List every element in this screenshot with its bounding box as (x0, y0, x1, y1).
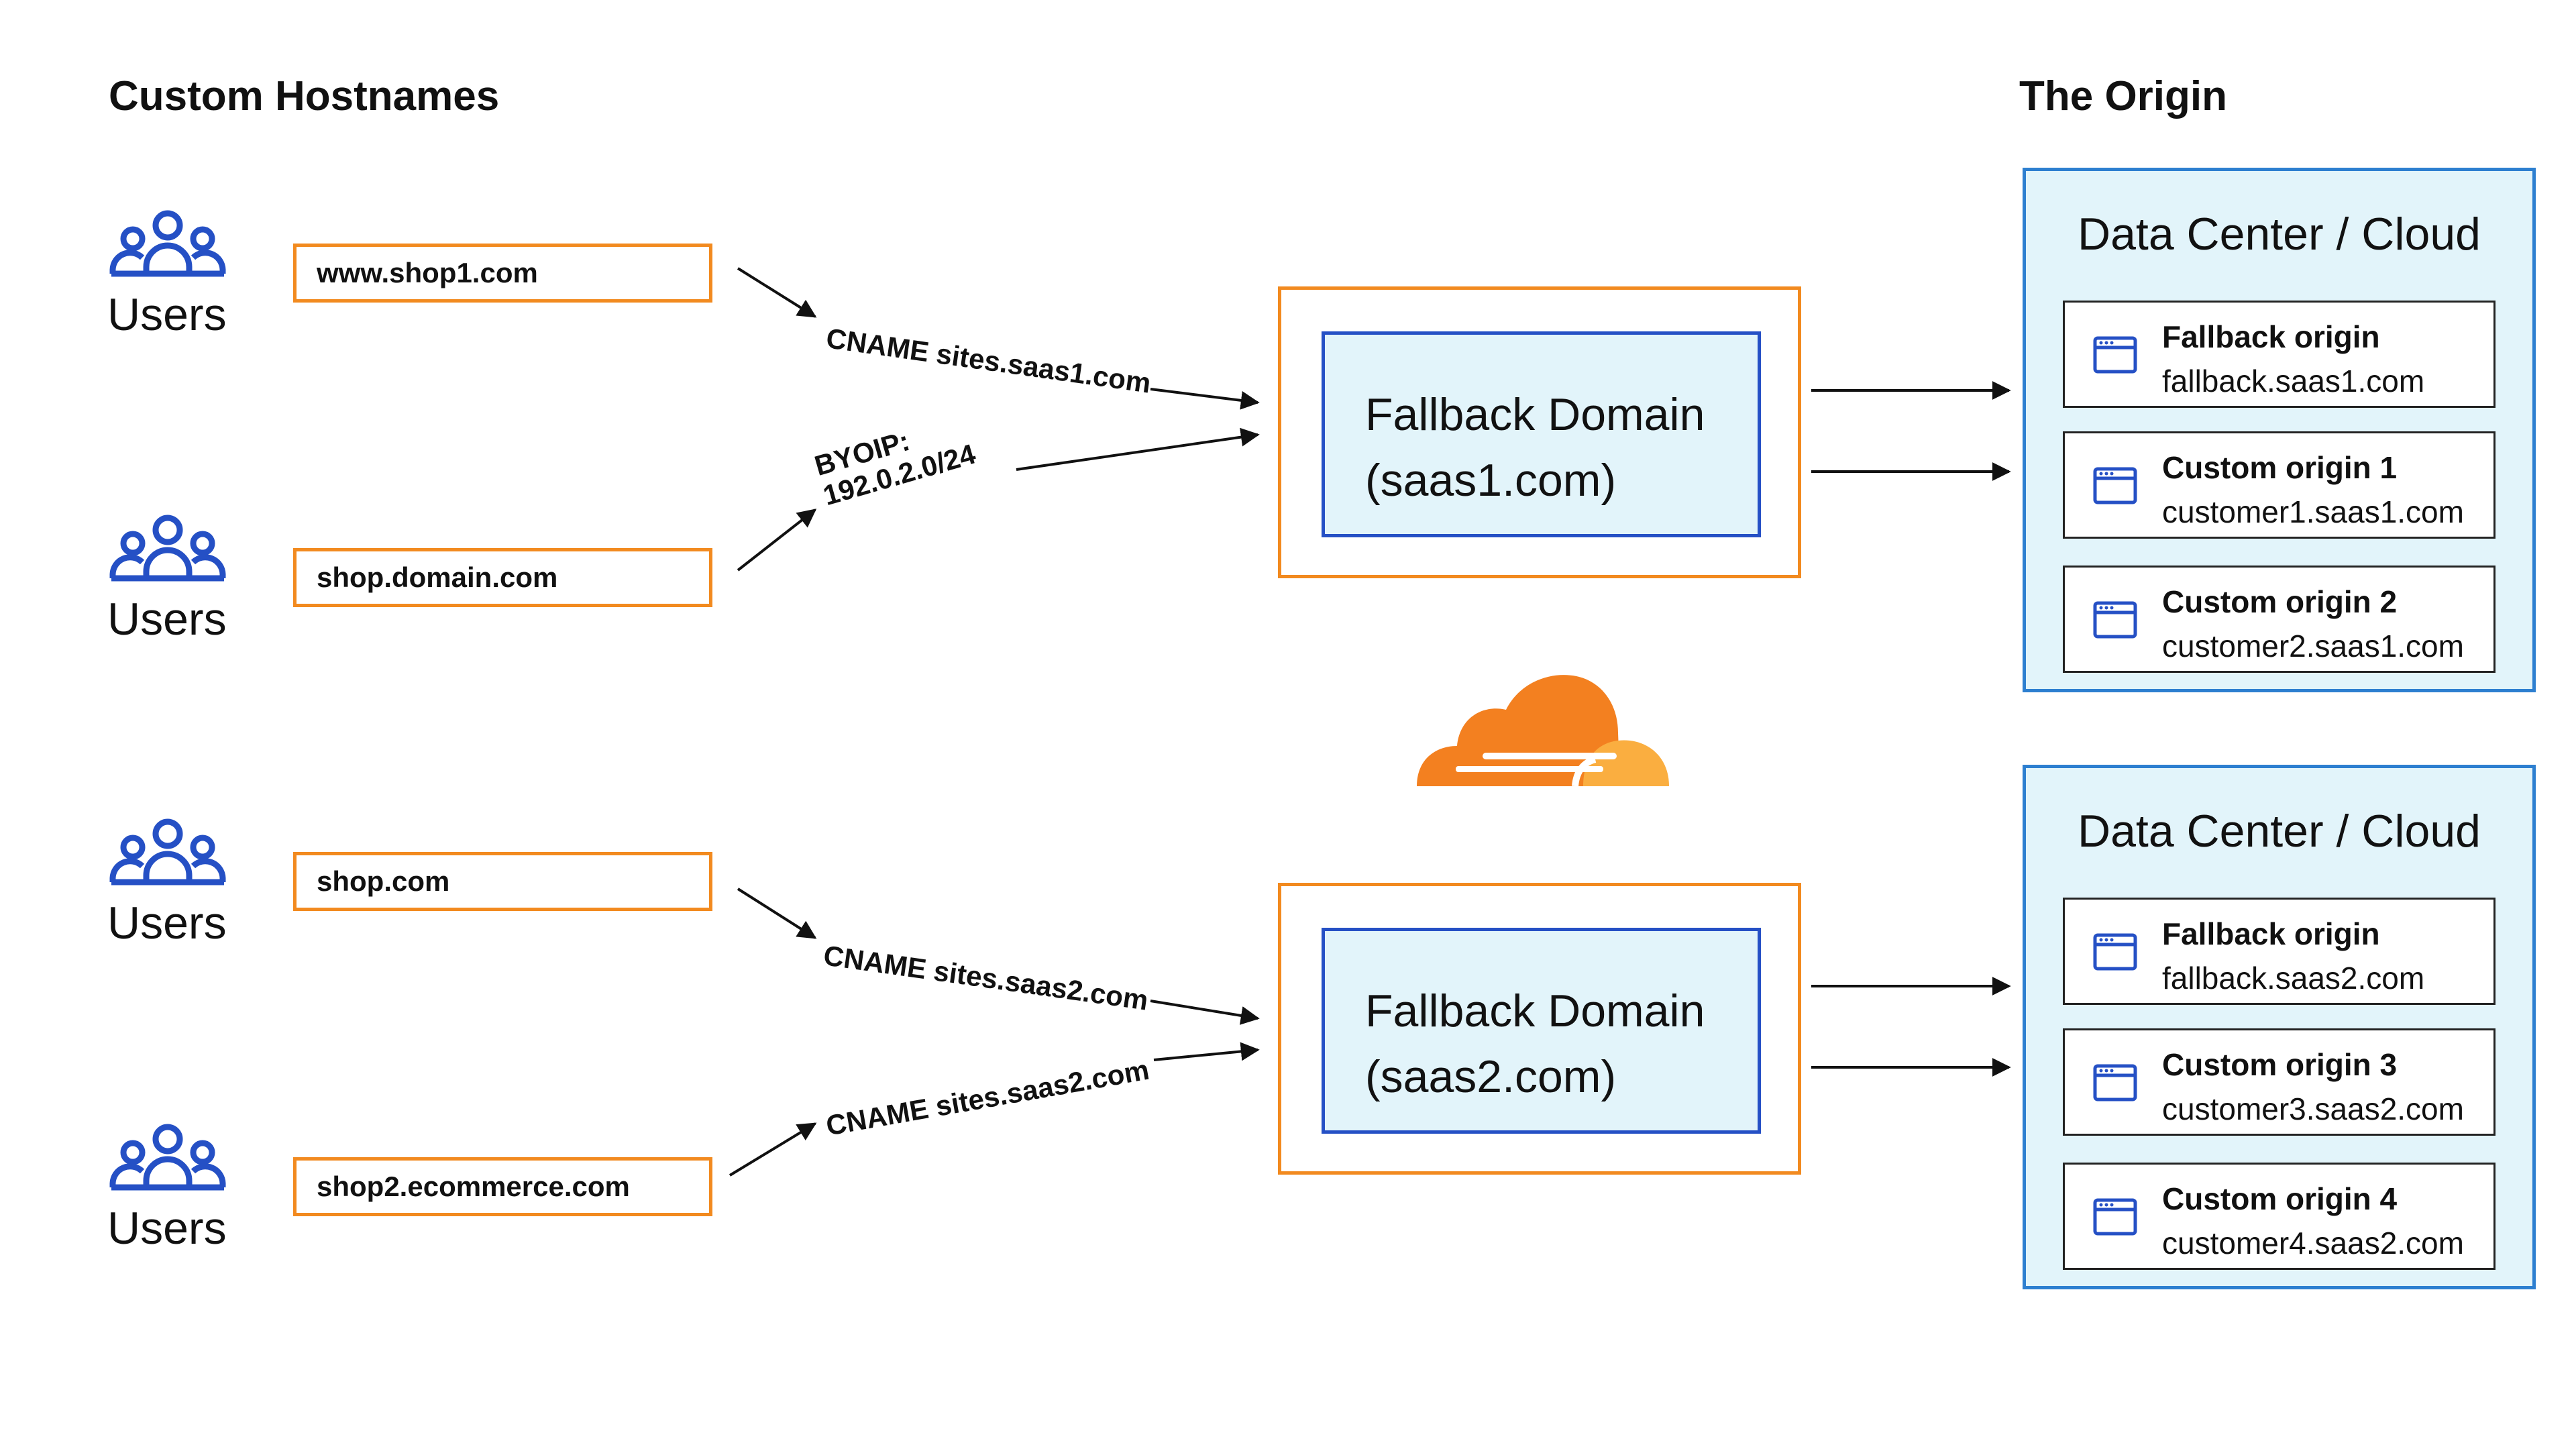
datacenter-2-panel: Data Center / Cloud Fallback origin fall… (2023, 765, 2536, 1289)
origin-host: customer1.saas1.com (2162, 494, 2464, 529)
origin-host: customer4.saas2.com (2162, 1226, 2464, 1260)
origin-card-fallback-saas2: Fallback origin fallback.saas2.com (2063, 898, 2496, 1005)
origin-card-custom-2: Custom origin 2 customer2.saas1.com (2063, 566, 2496, 673)
cloudflare-cloud-icon (1415, 671, 1670, 792)
users-label: Users (107, 594, 227, 645)
hostname-box-shop: shop.com (293, 852, 712, 911)
users-group-3: Users (107, 815, 282, 949)
edge-4b-arrow (1153, 1042, 1260, 1061)
origin-host: customer2.saas1.com (2162, 629, 2464, 663)
fallback-domain-zone: (saas1.com) (1365, 455, 1617, 506)
hostname-box-shop2-ecommerce: shop2.ecommerce.com (293, 1157, 712, 1216)
edge-4a-arrow (729, 1122, 817, 1177)
hostname-text: shop.domain.com (317, 561, 558, 593)
users-icon (107, 815, 282, 888)
hostname-box-www-shop1: www.shop1.com (293, 244, 712, 303)
users-label: Users (107, 898, 227, 949)
origin-name: Custom origin 3 (2162, 1047, 2398, 1082)
origin-name: Custom origin 1 (2162, 450, 2398, 485)
the-origin-heading: The Origin (2019, 73, 2227, 119)
edge-3b-arrow (1150, 1000, 1260, 1025)
origin-card-custom-4: Custom origin 4 customer4.saas2.com (2063, 1163, 2496, 1270)
origin-host: fallback.saas2.com (2162, 961, 2425, 996)
users-group-4: Users (107, 1120, 282, 1254)
origin-card-fallback-saas1: Fallback origin fallback.saas1.com (2063, 301, 2496, 408)
users-icon (107, 1120, 282, 1193)
datacenter-title: Data Center / Cloud (2078, 806, 2481, 857)
hostname-box-shop-domain: shop.domain.com (293, 548, 712, 607)
edge-1b-arrow (1150, 388, 1260, 410)
hostname-text: shop2.ecommerce.com (317, 1171, 630, 1202)
edge-2b-arrow (1016, 427, 1260, 471)
edge-3a-arrow (737, 888, 817, 939)
edge-2a-arrow (737, 508, 817, 572)
fallback-domain-title: Fallback Domain (1365, 389, 1705, 440)
custom-hostnames-heading: Custom Hostnames (109, 73, 500, 119)
origin-card-custom-3: Custom origin 3 customer3.saas2.com (2063, 1028, 2496, 1136)
datacenter-1-panel: Data Center / Cloud Fallback origin fall… (2023, 168, 2536, 692)
origin-name: Custom origin 4 (2162, 1181, 2398, 1216)
fallback-domain-1-box: Fallback Domain (saas1.com) (1322, 331, 1761, 537)
origin-name: Fallback origin (2162, 916, 2380, 951)
users-icon (107, 511, 282, 584)
fallback-domain-zone: (saas2.com) (1365, 1051, 1617, 1102)
users-group-2: Users (107, 511, 282, 645)
datacenter-title: Data Center / Cloud (2078, 209, 2481, 260)
fallback-domain-title: Fallback Domain (1365, 985, 1705, 1036)
origin-name: Fallback origin (2162, 319, 2380, 354)
fallback-domain-1-frame: Fallback Domain (saas1.com) (1278, 286, 1801, 578)
edge-1a-arrow (737, 267, 817, 318)
users-label: Users (107, 1203, 227, 1254)
users-group-1: Users (107, 207, 282, 341)
users-icon (107, 207, 282, 279)
origin-name: Custom origin 2 (2162, 584, 2398, 619)
fallback-domain-2-box: Fallback Domain (saas2.com) (1322, 928, 1761, 1134)
hostname-text: www.shop1.com (317, 257, 538, 288)
origin-card-custom-1: Custom origin 1 customer1.saas1.com (2063, 431, 2496, 539)
users-label: Users (107, 289, 227, 340)
origin-host: fallback.saas1.com (2162, 364, 2425, 398)
fallback-domain-2-frame: Fallback Domain (saas2.com) (1278, 883, 1801, 1175)
origin-host: customer3.saas2.com (2162, 1091, 2464, 1126)
hostname-text: shop.com (317, 865, 450, 897)
